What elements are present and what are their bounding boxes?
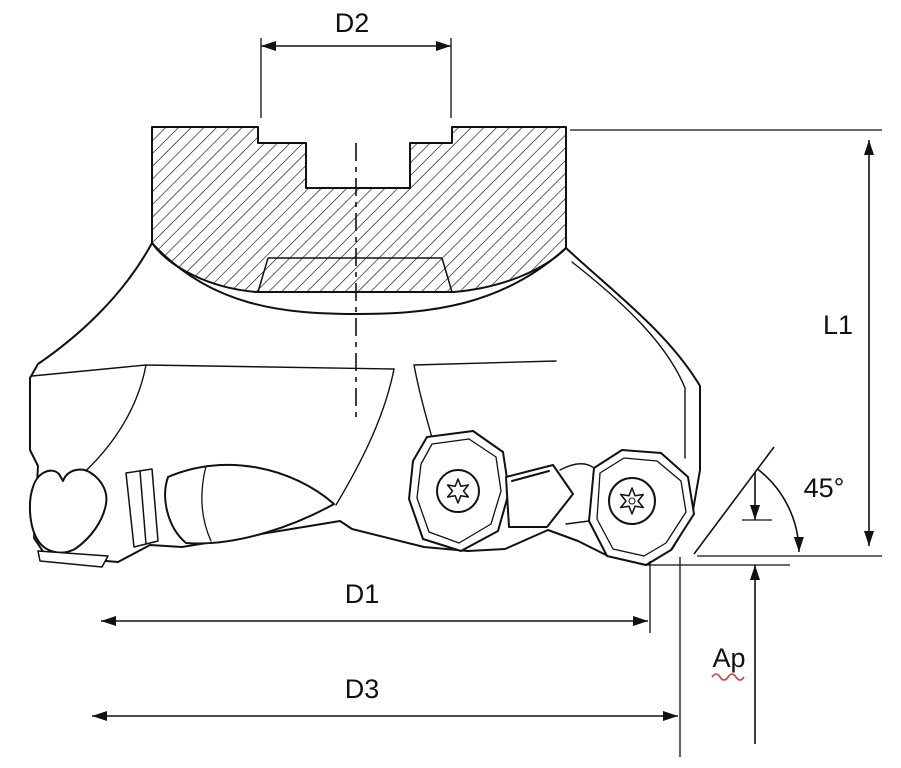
left-insert-sliver <box>125 468 159 548</box>
l1-extension-lines <box>570 129 882 557</box>
d2-extension-lines <box>260 38 452 118</box>
body-flute-curves <box>57 364 595 525</box>
center-insert-inner-edge <box>416 438 502 544</box>
right-screw-center-mark <box>628 497 636 505</box>
dimension-angle-45 <box>693 446 804 555</box>
cutter-body-view <box>28 242 701 568</box>
dim-label-d2: D2 <box>335 8 370 38</box>
body-rim-lines <box>31 261 686 459</box>
dim-label-l1: L1 <box>823 310 853 340</box>
hub-bore-step-lines <box>257 257 453 293</box>
body-outline <box>29 242 701 566</box>
right-screw-head <box>608 477 656 525</box>
dim-label-d1: D1 <box>345 579 380 609</box>
center-screw-torx-icon <box>446 478 470 504</box>
dim-label-angle: 45° <box>804 473 845 503</box>
angle-arc-arrow <box>757 468 804 553</box>
dim-label-ap: Ap <box>712 643 745 673</box>
dimension-d3 <box>92 557 681 757</box>
left-insert-ledge <box>37 550 109 568</box>
dimension-d1 <box>101 561 651 633</box>
mid-fin-shape <box>164 463 335 545</box>
right-screw-torx-icon <box>619 487 645 515</box>
angle-reference-line <box>693 446 775 555</box>
ap-spellcheck-underline <box>711 673 745 681</box>
dim-label-d3: D3 <box>345 674 380 704</box>
right-insert-inner-edge <box>596 457 687 557</box>
dimension-ap <box>645 472 790 744</box>
hub-dome-curve <box>151 242 567 315</box>
hub-cross-section-hatched <box>151 126 567 293</box>
center-blade-shape <box>505 464 574 528</box>
dimension-l1 <box>570 129 882 557</box>
hub-section-view <box>151 126 567 315</box>
mid-fin-detail-line <box>201 465 212 542</box>
ap-extension-lines <box>645 519 790 566</box>
left-insert-clamp <box>28 468 108 554</box>
center-screw-head <box>436 469 480 513</box>
dimension-d2 <box>260 38 452 118</box>
